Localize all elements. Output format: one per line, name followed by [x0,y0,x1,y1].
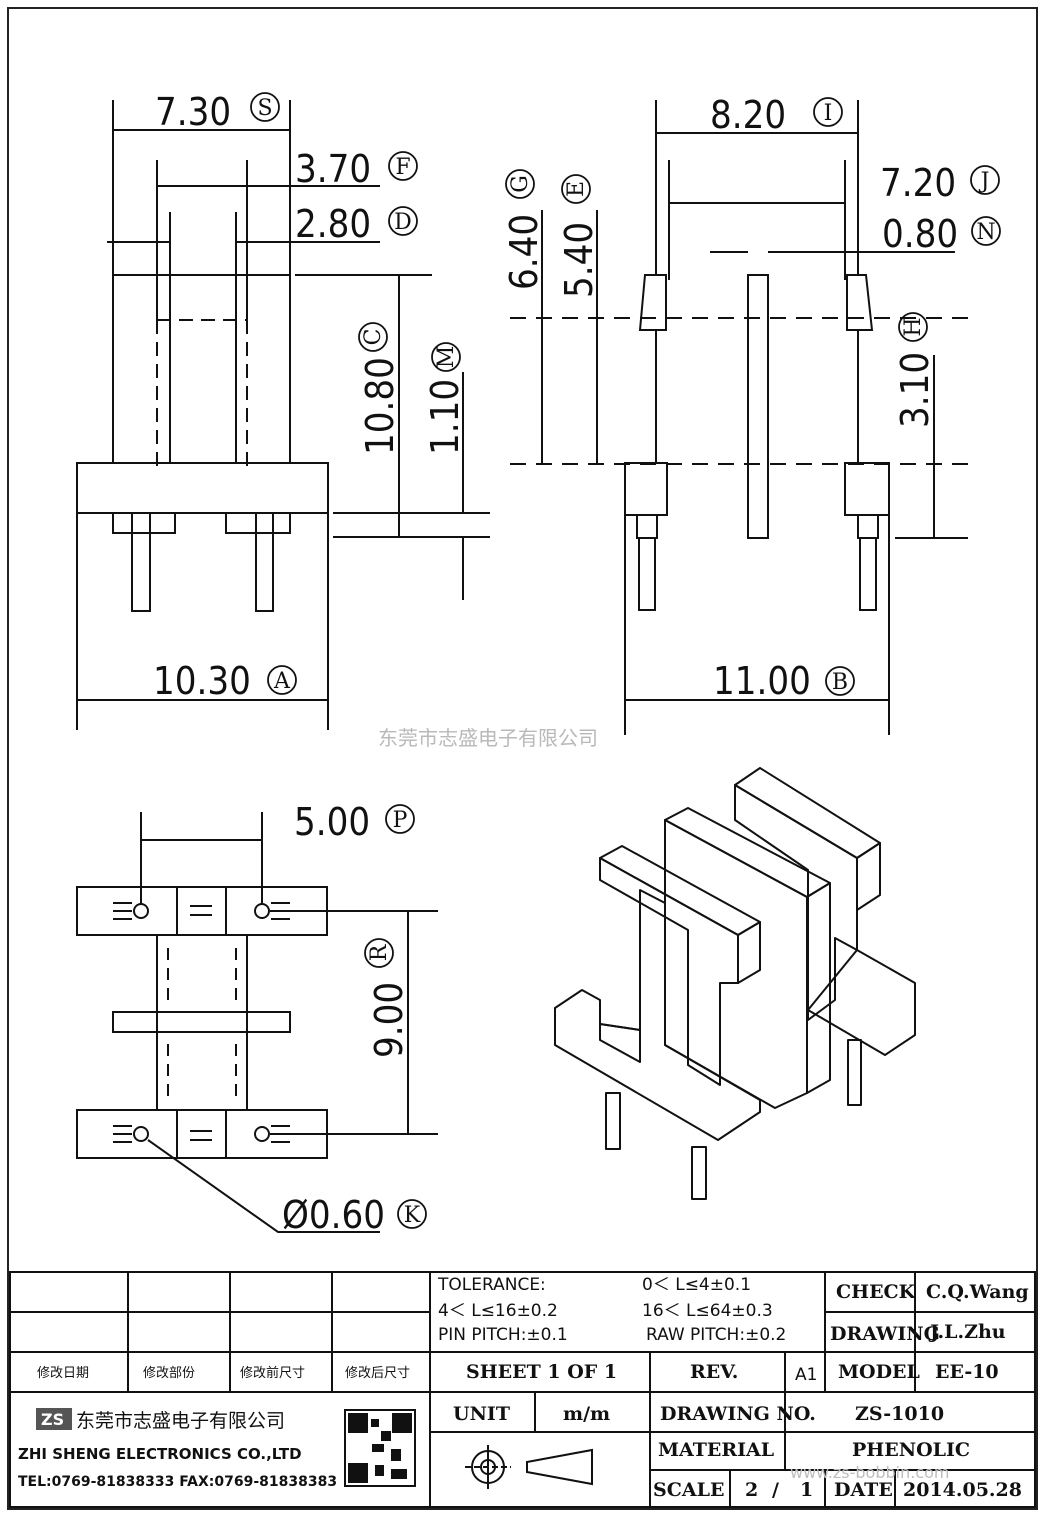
material-value: PHENOLIC [852,1439,970,1461]
revision-table: 修改日期 修改部份 修改前尺寸 修改后尺寸 [37,1365,410,1381]
drawing-border [7,7,1038,1510]
check-label: CHECK [836,1281,917,1303]
dimension-J-value: 7.20 [880,161,956,205]
logo-text: ZS [41,1410,64,1429]
dimension-G-value: 6.40 [502,214,546,290]
revision-header: 修改后尺寸 [345,1366,410,1381]
company-en: ZHI SHENG ELECTRONICS CO.,LTD [18,1445,302,1463]
tolerance-line: 16＜ L≤64±0.3 [642,1301,773,1321]
front-view [76,100,490,730]
tolerance-line: 4＜ L≤16±0.2 [438,1301,558,1321]
dimension-I-value: 8.20 [710,93,786,137]
dimension-G-letter: G [508,175,533,193]
dimension-N-marker [971,216,1001,246]
date-value: 2014.05.28 [903,1479,1022,1501]
check-value: C.Q.Wang [926,1281,1029,1303]
dimension-B-value: 11.00 [713,659,811,703]
scale-num: 2 [745,1479,758,1501]
dimension-E-letter: E [564,181,589,197]
dimension-N-letter: N [976,220,995,245]
dimension-D-letter: D [394,210,412,235]
dimension-S-marker [250,92,280,122]
tolerance-block: TOLERANCE: 4＜ L≤16±0.2 0＜ L≤4±0.1 16＜ L≤… [437,1275,786,1345]
model-value: EE-10 [935,1361,999,1383]
dimension-J-marker [970,165,1000,195]
dimension-F-value: 3.70 [295,147,371,191]
rev-label: REV. [690,1361,738,1383]
bottom-watermark: www.zs-bobbin.com [790,1463,949,1482]
dimension-B-letter: B [832,670,848,695]
dimension-R-value: 9.00 [367,982,411,1058]
dimension-S-value: 7.30 [155,90,231,134]
dimension-P-marker [385,804,415,834]
dimension-F-letter: F [395,155,410,180]
dimension-S-letter: S [257,96,272,121]
dimension-A-value: 10.30 [153,659,251,703]
dimension-C-value: 10.80 [358,357,402,455]
dimension-M-marker [431,342,461,372]
dimension-E-marker [561,174,591,204]
dimension-H-marker [898,312,928,342]
rev-value: A1 [795,1365,817,1385]
dimension-K-marker [397,1199,427,1229]
unit-value: m/m [563,1403,610,1425]
drawing-no-value: ZS-1010 [855,1403,944,1425]
isometric-view [554,767,916,1200]
revision-header: 修改前尺寸 [240,1365,305,1381]
dimension-P-value: 5.00 [294,800,370,844]
projection-symbol [465,1445,593,1489]
dimension-K-value: Ø0.60 [282,1193,385,1237]
dimension-G-marker [505,169,535,199]
bottom-view [76,812,438,1233]
dimension-E-value: 5.40 [557,222,601,298]
revision-header: 修改部份 [143,1366,195,1381]
date-label: DATE [834,1479,893,1501]
dimension-P-letter: P [393,808,408,833]
company-contact: TEL:0769-81838333 FAX:0769-81838383 [18,1474,337,1490]
dimension-D-marker [388,206,418,236]
title-block-grid [9,1271,1036,1508]
dimension-R-letter: R [367,943,392,961]
dimension-K-letter: K [404,1203,421,1228]
model-label: MODEL [838,1361,920,1383]
dimension-M-letter: M [434,346,459,369]
tolerance-title: TOLERANCE: [437,1275,546,1295]
dimension-I-marker [813,97,843,127]
dimension-H-letter: H [901,317,926,336]
dimension-B-marker [825,666,855,696]
dimension-N-value: 0.80 [882,212,958,256]
dimension-M-value: 1.10 [423,379,467,455]
dimension-A-marker [267,665,297,695]
dimension-D-value: 2.80 [295,202,371,246]
dimension-I-letter: I [824,101,833,126]
scale-label: SCALE [653,1479,724,1501]
scale-den: 1 [800,1479,813,1501]
watermark-text: 东莞市志盛电子有限公司 [378,726,598,750]
dimension-A-letter: A [273,669,291,694]
dimension-F-marker [388,151,418,181]
company-logo [36,1408,72,1430]
qr-code [344,1409,416,1487]
tolerance-line: 0＜ L≤4±0.1 [642,1275,751,1295]
drawing-value: J.L.Zhu [928,1321,1006,1343]
material-label: MATERIAL [658,1439,774,1461]
unit-label: UNIT [453,1403,510,1425]
raw-pitch: RAW PITCH:±0.2 [646,1325,786,1345]
dimension-C-marker [358,322,388,352]
drawing-no-label: DRAWING NO. [660,1403,816,1425]
dimension-C-letter: C [361,329,386,346]
scale-sep: / [772,1479,779,1501]
company-cn: 东莞市志盛电子有限公司 [76,1410,285,1432]
drawing-label: DRAWING [830,1323,940,1345]
side-view [510,100,970,735]
dimension-R-marker [364,938,394,968]
dimension-J-letter: J [979,169,990,194]
revision-header: 修改日期 [37,1366,89,1381]
pin-pitch: PIN PITCH:±0.1 [438,1325,568,1345]
sheet-text: SHEET 1 OF 1 [466,1361,617,1383]
dimension-H-value: 3.10 [893,352,937,428]
